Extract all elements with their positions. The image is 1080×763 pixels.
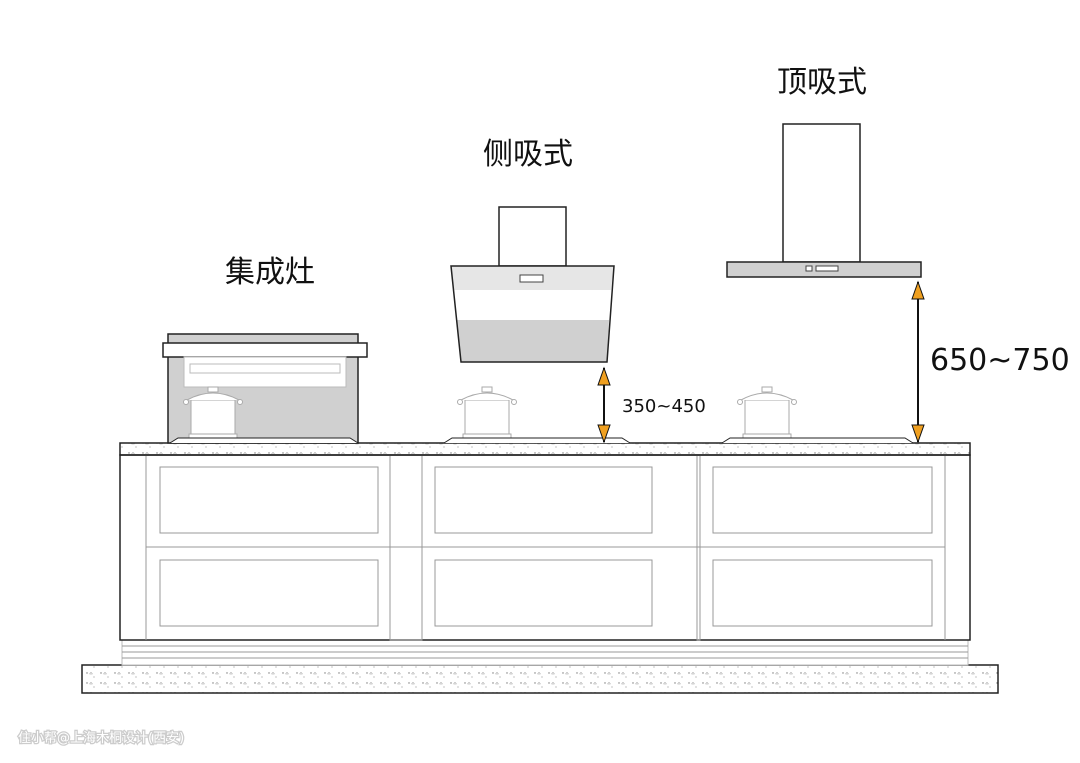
side-draft-hood [443, 206, 631, 444]
label-side-hood: 侧吸式 [483, 137, 573, 172]
top-mounted-hood [721, 123, 922, 444]
label-integrated-stove: 集成灶 [225, 255, 315, 290]
dimension-arrow-top [911, 280, 925, 444]
cabinet [119, 454, 971, 641]
dimension-top: 650~750 [930, 343, 1070, 378]
integrated-stove [162, 333, 368, 444]
dimension-side: 350~450 [622, 396, 706, 417]
floor [81, 664, 999, 694]
countertop [119, 442, 971, 456]
watermark: 住小帮@上海木桐设计(西安) [18, 731, 184, 746]
plinth [121, 639, 969, 666]
dimension-arrow-side [597, 366, 611, 444]
label-top-hood: 顶吸式 [777, 65, 867, 100]
